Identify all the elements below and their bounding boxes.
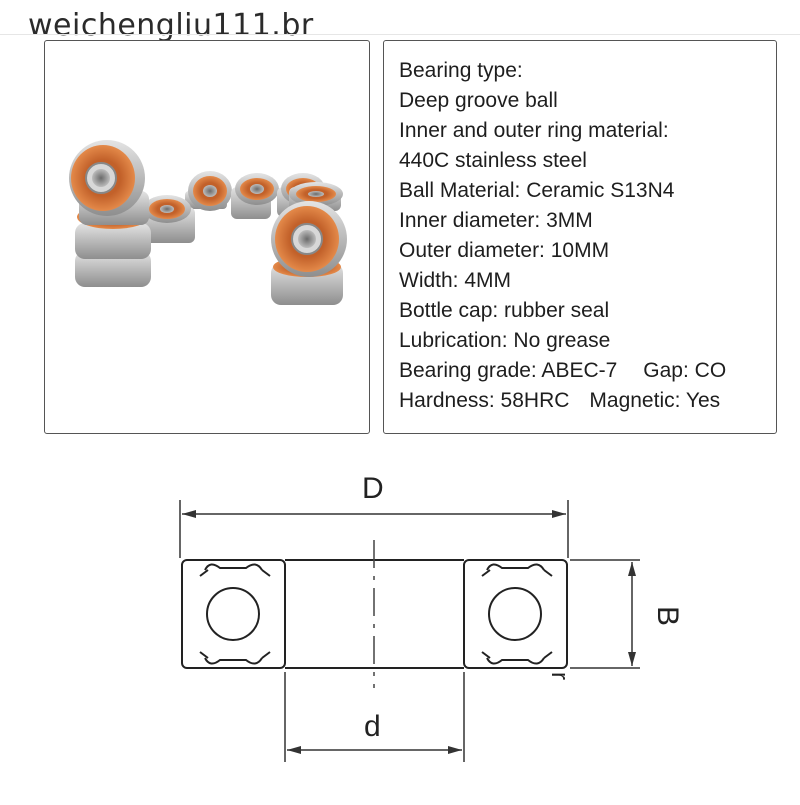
ring-section-left — [181, 559, 286, 669]
magnetic: Magnetic: Yes — [589, 389, 721, 412]
spec-line-grade-gap: Bearing grade: ABEC-7 Gap: CO — [399, 356, 726, 386]
bearing-front-right — [271, 201, 347, 277]
arrowhead — [628, 652, 636, 666]
spec-line: Ball Material: Ceramic S13N4 — [399, 179, 675, 202]
arrowhead — [628, 562, 636, 576]
spec-line-hardness-magnetic: Hardness: 58HRC Magnetic: Yes — [399, 386, 726, 416]
ring-section-right — [463, 559, 568, 669]
label-d: d — [364, 710, 381, 743]
watermark-text: weichengliu111.br — [28, 8, 314, 43]
spec-line: 440C stainless steel — [399, 149, 587, 172]
spec-line: Deep groove ball — [399, 89, 558, 112]
bearing-product-photo — [69, 140, 347, 305]
specification-panel: Bearing type: Deep groove ball Inner and… — [383, 40, 777, 434]
bearing-back-4 — [289, 182, 343, 211]
spec-line: Outer diameter: 10MM — [399, 239, 610, 262]
bearing-middle-left — [143, 195, 195, 243]
ball — [488, 587, 542, 641]
spec-list: Bearing type: Deep groove ball Inner and… — [399, 56, 726, 416]
seal — [486, 563, 545, 665]
spec-line: Inner and outer ring material: — [399, 119, 669, 142]
diagram-svg: D B r d — [179, 472, 684, 762]
hardness: Hardness: 58HRC — [399, 389, 570, 412]
bearing-stack-left — [75, 191, 151, 287]
ball — [206, 587, 260, 641]
divider — [0, 34, 800, 35]
bearing-back-2 — [231, 173, 279, 219]
gap-value: Gap: CO — [643, 359, 727, 382]
bearing-grade: Bearing grade: ABEC-7 — [399, 359, 618, 382]
bearing-cross-section-diagram: D B r d — [0, 440, 800, 800]
seal — [204, 563, 263, 665]
spec-line: Lubrication: No grease — [399, 329, 611, 352]
seal-lip — [199, 569, 271, 659]
product-photo-panel — [44, 40, 370, 434]
seal-lip — [481, 569, 553, 659]
arrowhead — [182, 510, 196, 518]
spec-line: Bottle cap: rubber seal — [399, 299, 610, 322]
label-r: r — [546, 672, 573, 680]
bearing-top-left — [69, 140, 145, 216]
label-B: B — [651, 606, 684, 626]
arrowhead — [552, 510, 566, 518]
bearing-back-1 — [185, 171, 232, 211]
spec-line: Bearing type: — [399, 59, 523, 82]
spec-line: Inner diameter: 3MM — [399, 209, 593, 232]
arrowhead — [287, 746, 301, 754]
label-D: D — [362, 472, 384, 505]
spec-line: Width: 4MM — [399, 269, 512, 292]
arrowhead — [448, 746, 462, 754]
